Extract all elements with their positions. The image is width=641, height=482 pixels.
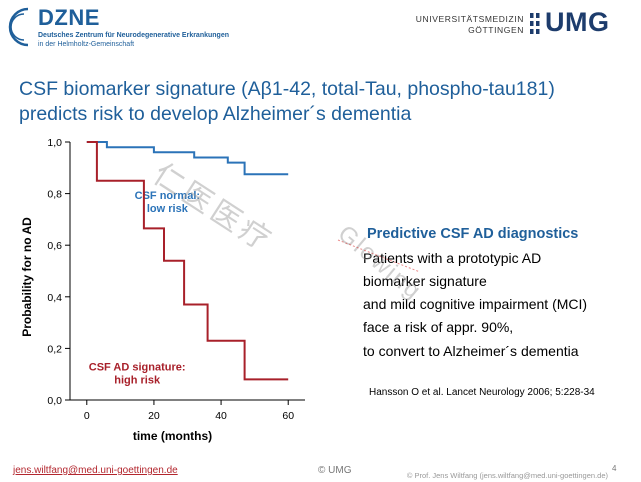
x-tick-label: 40	[215, 410, 227, 422]
footer-copyright: © UMG	[318, 465, 352, 476]
citation: Hansson O et al. Lancet Neurology 2006; …	[369, 387, 595, 398]
y-tick-label: 0,2	[47, 343, 62, 355]
umg-logo-line1: UNIVERSITÄTSMEDIZIN	[415, 14, 524, 24]
footer-credit: © Prof. Jens Wiltfang (jens.wiltfang@med…	[406, 471, 608, 480]
x-axis-label: time (months)	[133, 429, 212, 443]
series-label: CSF AD signature:	[89, 361, 186, 373]
umg-logo-text: UMG	[545, 7, 610, 37]
dzne-subtitle-helmholtz: in der Helmholtz-Gemeinschaft	[38, 41, 135, 48]
dzne-logo-text: DZNE	[38, 5, 100, 30]
y-tick-label: 0,8	[47, 189, 62, 201]
slide-title-line2: predicts risk to develop Alzheimer´s dem…	[19, 103, 412, 125]
y-tick-label: 0,0	[47, 395, 62, 407]
series-line-csf-normal	[86, 141, 289, 176]
body-text-line: biomarker signature	[363, 273, 487, 289]
dzne-subtitle: Deutsches Zentrum für Neurodegenerative …	[38, 32, 229, 39]
dzne-logo-icon	[8, 7, 29, 47]
body-text-line: face a risk of appr. 90%,	[363, 319, 514, 335]
umg-logo-icon	[530, 13, 540, 34]
footer-email-link[interactable]: jens.wiltfang@med.uni-goettingen.de	[13, 465, 178, 476]
series-label: CSF normal:	[135, 190, 200, 202]
diagnostics-heading: Predictive CSF AD diagnostics	[367, 226, 579, 242]
survival-chart: 0,0 0,2 0,4 0,6 0,8 1,0 0 20 40 60 time (months) Pr…	[20, 137, 305, 443]
y-axis-label: Probability for no AD	[20, 217, 34, 337]
series-label: high risk	[114, 374, 161, 386]
body-text-line: and mild cognitive impairment (MCI)	[363, 296, 588, 312]
y-tick-label: 0,4	[47, 292, 62, 304]
y-tick-label: 1,0	[47, 137, 62, 149]
x-tick-label: 60	[282, 410, 294, 422]
x-tick-label: 20	[148, 410, 160, 422]
page-number: 4	[612, 464, 617, 473]
body-text-line: to convert to Alzheimer´s dementia	[363, 343, 579, 359]
slide-title-line1: CSF biomarker signature (Aβ1-42, total-T…	[19, 78, 555, 100]
umg-logo-line2: GÖTTINGEN	[468, 25, 524, 35]
x-tick-label: 0	[84, 410, 90, 422]
series-label: low risk	[147, 203, 189, 215]
series-line-csf-ad	[86, 141, 289, 381]
y-tick-label: 0,6	[47, 240, 62, 252]
